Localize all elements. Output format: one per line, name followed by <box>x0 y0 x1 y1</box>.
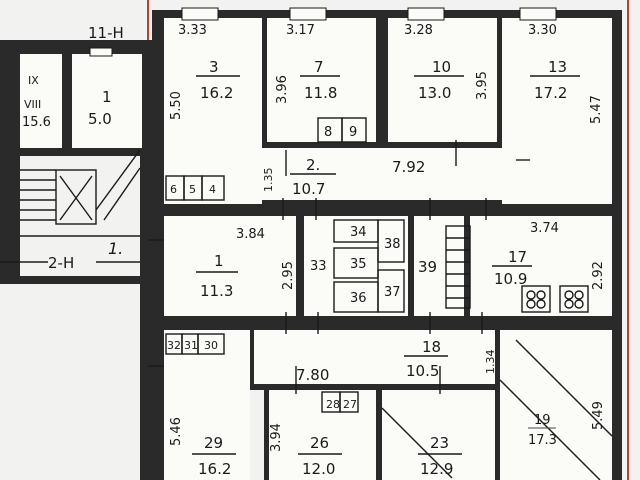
room-area-r29: 16.2 <box>198 460 231 478</box>
room-area-r7: 11.8 <box>304 84 337 102</box>
axis-label-left: 2-H <box>48 254 74 272</box>
dim-5-47: 5.47 <box>589 95 604 124</box>
room-number-r10: 10 <box>432 58 451 76</box>
room-area-stair-VIII: 15.6 <box>22 115 51 130</box>
dim-2-92: 2.92 <box>591 261 606 290</box>
small-cubicles <box>165 117 405 413</box>
room-number-r29: 29 <box>204 434 223 452</box>
small-room-34: 34 <box>350 225 367 240</box>
dim-7-80: 7.80 <box>296 366 329 384</box>
windows-top <box>181 7 557 21</box>
small-room-39: 39 <box>418 258 437 276</box>
small-room-38: 38 <box>384 237 401 252</box>
dim-3-17: 3.17 <box>286 23 315 38</box>
small-room-32: 32 <box>167 339 181 352</box>
small-room-35: 35 <box>350 257 367 272</box>
room-number-r1-mid: 1 <box>214 252 224 270</box>
room-area-r3: 16.2 <box>200 84 233 102</box>
room-area-r13: 17.2 <box>534 84 567 102</box>
small-room-33: 33 <box>310 259 327 274</box>
axis-label-top: 11-H <box>88 24 124 42</box>
small-room-8: 8 <box>324 125 332 140</box>
room-area-r2: 10.7 <box>292 180 325 198</box>
dim-3-28: 3.28 <box>404 23 433 38</box>
room-number-r17: 17 <box>508 248 527 266</box>
room-number-r1-top: 1 <box>102 88 112 106</box>
small-room-28: 28 <box>326 398 340 411</box>
room-number-r13: 13 <box>548 58 567 76</box>
room-number-stair-IX: IX <box>28 74 39 87</box>
small-room-27: 27 <box>343 398 357 411</box>
small-room-5: 5 <box>189 183 196 196</box>
small-room-6: 6 <box>170 183 177 196</box>
room-number-r19: 19 <box>534 413 551 428</box>
hatching <box>381 339 613 480</box>
dim-3-74: 3.74 <box>530 221 559 236</box>
room-area-r1-mid: 11.3 <box>200 282 233 300</box>
room-number-r18: 18 <box>422 338 441 356</box>
room-number-stair-VIII: VIII <box>24 98 41 111</box>
door-marks <box>148 140 530 394</box>
dim-3-30: 3.30 <box>528 23 557 38</box>
axis-label-one: 1. <box>108 239 123 258</box>
dim-2-95: 2.95 <box>281 261 296 290</box>
small-room-31: 31 <box>184 339 198 352</box>
room-number-r2: 2. <box>306 156 320 174</box>
dim-5-50: 5.50 <box>169 91 184 120</box>
dim-3-96: 3.96 <box>275 75 290 104</box>
small-room-9: 9 <box>349 125 357 140</box>
dim-7-92: 7.92 <box>392 158 425 176</box>
stairs-39 <box>445 225 471 309</box>
stoves <box>521 285 589 313</box>
room-number-r3: 3 <box>209 58 219 76</box>
dim-1-35: 1.35 <box>262 168 275 193</box>
room-number-r26: 26 <box>310 434 329 452</box>
dim-3-94: 3.94 <box>269 423 284 452</box>
dim-5-46: 5.46 <box>169 417 184 446</box>
small-room-36: 36 <box>350 291 367 306</box>
room-area-r18: 10.5 <box>406 362 439 380</box>
main-walls <box>152 10 622 480</box>
room-area-r19: 17.3 <box>528 433 557 448</box>
dim-3-84: 3.84 <box>236 227 265 242</box>
room-number-r23: 23 <box>430 434 449 452</box>
dim-5-49: 5.49 <box>591 401 606 430</box>
room-area-r23: 12.9 <box>420 460 453 478</box>
small-room-30: 30 <box>204 339 218 352</box>
dim-1-34: 1.34 <box>484 350 497 375</box>
room-fills <box>164 18 612 480</box>
room-area-r10: 13.0 <box>418 84 451 102</box>
dim-3-33: 3.33 <box>178 23 207 38</box>
room-area-r17: 10.9 <box>494 270 527 288</box>
small-room-37: 37 <box>384 285 401 300</box>
stairwell-block <box>0 40 152 480</box>
room-number-r7: 7 <box>314 58 324 76</box>
room-area-r1-top: 5.0 <box>88 110 112 128</box>
dim-3-95: 3.95 <box>475 71 490 100</box>
small-room-4: 4 <box>209 183 216 196</box>
room-area-r26: 12.0 <box>302 460 335 478</box>
